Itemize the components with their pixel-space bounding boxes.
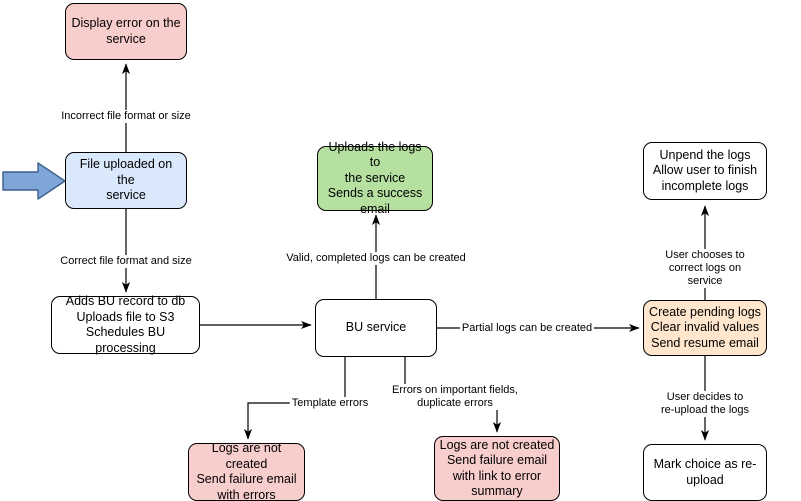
node-display-error[interactable]: Display error on the service [65, 3, 187, 60]
node-mark-choice-reupload[interactable]: Mark choice as re- upload [643, 444, 767, 501]
entry-block-arrow [2, 162, 66, 200]
node-adds-bu-record[interactable]: Adds BU record to db Uploads file to S3 … [51, 294, 200, 355]
edge-label-user-reuploads: User decides to re-upload the logs [657, 391, 753, 417]
edge-label-template-errors: Template errors [289, 397, 371, 410]
edge-label-valid-logs: Valid, completed logs can be created [284, 252, 468, 265]
edge-label-incorrect-format: Incorrect file format or size [59, 110, 193, 123]
node-bu-service[interactable]: BU service [315, 299, 437, 357]
node-unpend-logs[interactable]: Unpend the logs Allow user to finish inc… [643, 142, 767, 200]
node-logs-not-created-summary[interactable]: Logs are not created Send failure email … [434, 436, 560, 501]
edge-label-correct-format: Correct file format and size [58, 255, 194, 268]
edge-label-user-corrects-on-service: User chooses to correct logs on service [657, 249, 753, 288]
node-logs-not-created-errors[interactable]: Logs are not created Send failure email … [188, 441, 305, 501]
node-create-pending-logs[interactable]: Create pending logs Clear invalid values… [643, 300, 767, 356]
edge-label-partial-logs: Partial logs can be created [459, 322, 595, 335]
node-file-uploaded[interactable]: File uploaded on the service [65, 152, 187, 209]
edge-label-important-field-errors: Errors on important fields, duplicate er… [390, 384, 520, 410]
node-uploads-logs-success[interactable]: Uploads the logs to the service Sends a … [317, 140, 433, 216]
